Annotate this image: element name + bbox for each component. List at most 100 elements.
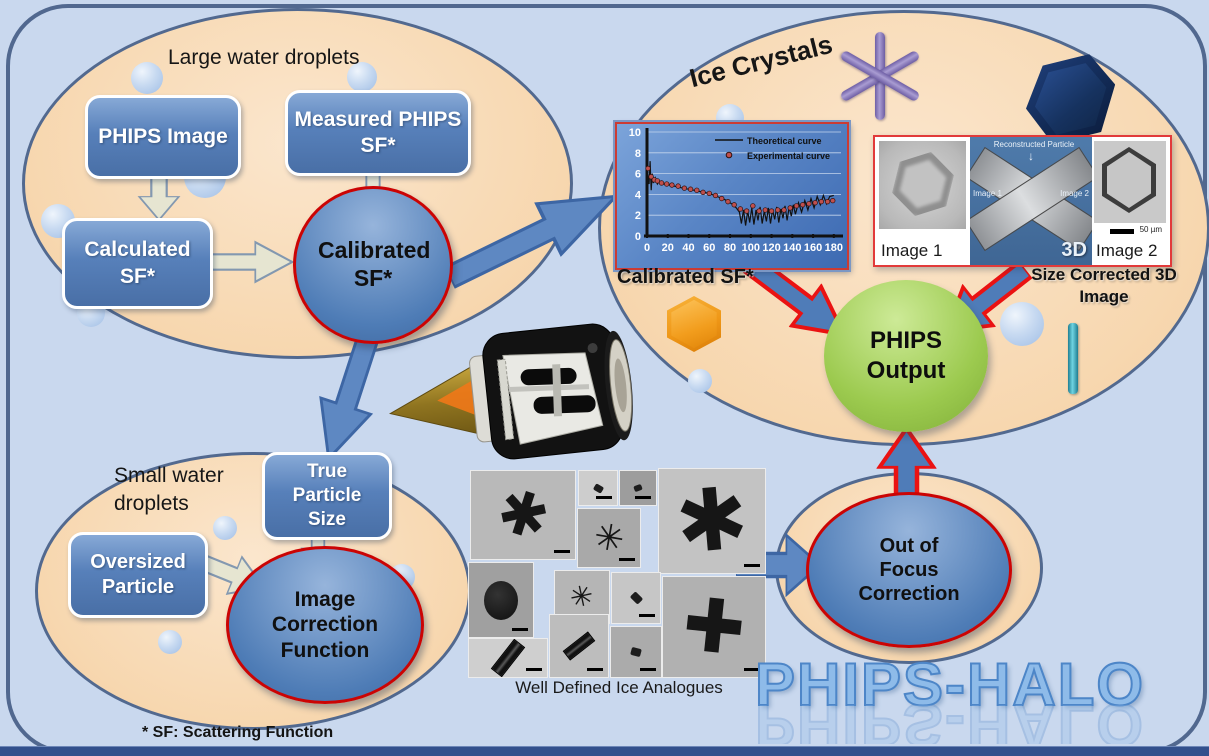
analogue-particle — [490, 639, 526, 677]
analogue-particle — [592, 482, 604, 494]
node-image-correction-label: Image Correction Function — [271, 588, 379, 662]
analogue-particle — [629, 591, 643, 605]
ice-analogues-montage: ✱✱✳✳✚ — [468, 468, 766, 678]
sf-footnote: * SF: Scattering Function — [142, 724, 334, 741]
phips-halo-wordmark: PHIPS-HALO — [754, 650, 1146, 719]
scale-bar — [744, 564, 760, 567]
chart-caption: Calibrated SF* — [617, 266, 754, 288]
svg-text:6: 6 — [635, 169, 641, 181]
image2-crystal-face — [1107, 152, 1151, 208]
scale-bar — [619, 558, 635, 561]
analogue-particle: ✱ — [488, 474, 558, 555]
image2-label: Image 2 — [1096, 241, 1158, 260]
bottom-bar — [0, 746, 1209, 756]
analogue-tile — [549, 614, 609, 678]
large-droplets-title: Large water droplets — [168, 46, 360, 69]
analogue-tile — [610, 626, 662, 678]
water-droplet-decoration — [213, 516, 237, 540]
water-droplet-decoration — [158, 630, 182, 654]
orange-hexagon-face — [671, 299, 717, 349]
analogue-particle: ✳ — [590, 514, 628, 561]
svg-text:Experimental curve: Experimental curve — [747, 151, 830, 161]
panel-image1-cell: Image 1 — [875, 137, 970, 265]
analogue-tile — [468, 638, 548, 678]
water-droplet-decoration — [1000, 302, 1044, 346]
analogue-particle: ✳ — [567, 578, 597, 615]
svg-text:40: 40 — [682, 242, 694, 254]
image2-crystal-shape — [1102, 147, 1156, 213]
image2-photo — [1094, 141, 1166, 223]
svg-text:0: 0 — [635, 231, 641, 243]
analogue-particle — [630, 646, 642, 658]
node-phips-output: PHIPS Output — [824, 280, 988, 432]
node-oversized-particle-label: Oversized Particle — [90, 551, 186, 598]
scale-bar — [554, 550, 570, 553]
svg-text:120: 120 — [762, 242, 780, 254]
node-phips-output-label: PHIPS Output — [866, 327, 946, 384]
node-out-of-focus-label: Out of Focus Correction — [858, 535, 960, 605]
water-droplet-decoration — [688, 369, 712, 393]
phips-instrument-image — [388, 323, 633, 460]
water-droplet-decoration — [347, 62, 377, 92]
scale-bar — [635, 496, 651, 499]
arrow-calibrated-to-chart — [442, 194, 620, 290]
analogue-tile — [468, 562, 534, 638]
node-measured-sf: Measured PHIPS SF* — [285, 90, 471, 176]
analogue-particle — [633, 483, 643, 493]
scale-bar — [526, 668, 542, 671]
scale-bar — [1110, 229, 1134, 234]
svg-text:140: 140 — [783, 242, 801, 254]
svg-text:100: 100 — [742, 242, 760, 254]
image1-crystal-face — [897, 155, 950, 214]
node-calibrated-sf-label: Calibrated SF* — [318, 237, 431, 291]
analogues-caption: Well Defined Ice Analogues — [515, 678, 723, 697]
svg-text:160: 160 — [804, 242, 822, 254]
analogue-tile — [578, 470, 618, 506]
node-out-of-focus: Out of Focus Correction — [806, 492, 1012, 648]
analogue-particle — [484, 580, 518, 620]
svg-text:0: 0 — [644, 242, 650, 254]
svg-text:180: 180 — [825, 242, 843, 254]
svg-text:10: 10 — [629, 127, 641, 139]
scale-bar — [587, 668, 603, 671]
node-phips-image: PHIPS Image — [85, 95, 241, 179]
analogue-tile: ✱ — [470, 470, 576, 560]
node-calculated-sf: Calculated SF* — [62, 218, 213, 309]
hexagon-crystal-face — [1029, 60, 1113, 137]
size-corrected-panel: Image 1 Reconstructed Particle ↓ Image 1… — [873, 135, 1172, 267]
analogue-tile: ✳ — [577, 508, 641, 568]
arrow-chart-to-output — [741, 253, 848, 338]
scale-bar — [596, 496, 612, 499]
mid-image1-label: Image 1 — [973, 189, 1002, 198]
scale-bar — [512, 628, 528, 631]
node-true-particle-size: True Particle Size — [262, 452, 392, 540]
size-corrected-caption: Size Corrected 3D Image — [1031, 265, 1177, 307]
node-oversized-particle: Oversized Particle — [68, 532, 208, 618]
svg-text:20: 20 — [662, 242, 674, 254]
analogue-tile — [619, 470, 657, 506]
svg-text:4: 4 — [635, 189, 642, 201]
node-true-particle-size-label: True Particle Size — [292, 461, 362, 530]
analogue-tile — [611, 572, 661, 624]
node-calibrated-sf: Calibrated SF* — [293, 186, 453, 344]
analogue-tile: ✚ — [662, 576, 766, 678]
svg-text:60: 60 — [703, 242, 715, 254]
svg-text:Theoretical curve: Theoretical curve — [747, 136, 822, 146]
panel-3d-cell: Reconstructed Particle ↓ Image 1 Image 2… — [970, 137, 1092, 265]
scale-bar — [744, 668, 760, 671]
column-crystal-icon — [1068, 323, 1078, 394]
mid-image2-label: Image 2 — [1060, 189, 1089, 198]
phips-halo-reflection-text: PHIPS-HALO — [755, 704, 1146, 744]
image1-crystal-shape — [888, 145, 958, 223]
phips-halo-reflection: PHIPS-HALO — [755, 704, 1175, 744]
analogue-particle: ✚ — [678, 581, 750, 672]
arrow-calculated-to-calibrated — [208, 240, 294, 284]
svg-text:8: 8 — [635, 148, 641, 160]
svg-text:80: 80 — [724, 242, 736, 254]
image1-photo — [879, 141, 966, 229]
analogue-particle — [562, 631, 596, 661]
panel-image2-cell: 50 µm Image 2 — [1092, 137, 1168, 265]
